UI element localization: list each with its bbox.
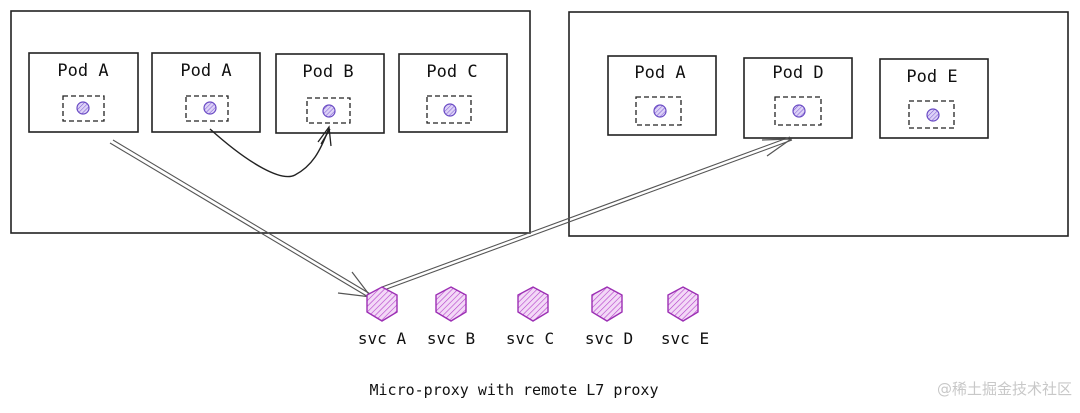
hexagon-icon bbox=[591, 286, 623, 322]
arrows bbox=[109, 125, 793, 299]
proxy-icon bbox=[322, 104, 336, 118]
diagram-caption: Micro-proxy with remote L7 proxy bbox=[370, 381, 659, 399]
service-svc-b: svc B bbox=[427, 286, 475, 348]
cluster-2-frame bbox=[568, 11, 1069, 237]
pod-label: Pod A bbox=[180, 61, 231, 81]
arrowhead-icon bbox=[761, 138, 793, 157]
proxy-box bbox=[426, 95, 472, 124]
services: svc A svc B svc C svc D svc E bbox=[358, 286, 709, 348]
arrowhead-icon bbox=[317, 125, 332, 147]
proxy-icon bbox=[203, 101, 217, 115]
hexagon-icon bbox=[517, 286, 549, 322]
pod-label: Pod B bbox=[302, 62, 353, 82]
proxy-box bbox=[635, 96, 682, 126]
pod-box: Pod B bbox=[275, 53, 385, 134]
pod-box: Pod A bbox=[607, 55, 717, 136]
pod-label: Pod E bbox=[906, 67, 957, 87]
service-svc-e: svc E bbox=[661, 286, 709, 348]
arrow-svc-a-to-pod-d bbox=[381, 136, 793, 291]
pod-label: Pod A bbox=[57, 61, 108, 81]
proxy-box bbox=[185, 95, 229, 122]
hexagon-icon bbox=[366, 286, 398, 322]
pod-label: Pod D bbox=[772, 63, 823, 83]
pod-box: Pod C bbox=[398, 53, 508, 133]
proxy-icon bbox=[926, 108, 940, 122]
arrow-pod-a-to-svc-a bbox=[109, 139, 373, 299]
pod-box: Pod E bbox=[879, 58, 989, 139]
service-label: svc D bbox=[585, 329, 633, 348]
service-svc-a: svc A bbox=[358, 286, 407, 348]
cluster-1: Pod A Pod A Pod B Pod C bbox=[10, 10, 531, 234]
pod-box: Pod A bbox=[28, 52, 139, 133]
pod-box: Pod D bbox=[743, 57, 853, 139]
hexagon-icon bbox=[667, 286, 699, 322]
proxy-box bbox=[62, 95, 105, 122]
service-svc-d: svc D bbox=[585, 286, 633, 348]
proxy-icon bbox=[792, 104, 806, 118]
service-label: svc E bbox=[661, 329, 709, 348]
proxy-box bbox=[908, 100, 955, 129]
cluster-2: Pod A Pod D Pod E bbox=[568, 11, 1069, 237]
arrow-pod-a-to-pod-b bbox=[209, 127, 330, 178]
service-label: svc A bbox=[358, 329, 407, 348]
proxy-box bbox=[774, 96, 822, 126]
service-label: svc C bbox=[506, 329, 554, 348]
proxy-icon bbox=[653, 104, 667, 118]
pod-box: Pod A bbox=[151, 52, 261, 133]
cluster-1-frame bbox=[10, 10, 531, 234]
hexagon-icon bbox=[435, 286, 467, 322]
proxy-icon bbox=[76, 101, 90, 115]
service-svc-c: svc C bbox=[506, 286, 554, 348]
watermark: @稀土掘金技术社区 bbox=[937, 380, 1072, 398]
pod-label: Pod A bbox=[634, 63, 685, 83]
service-label: svc B bbox=[427, 329, 475, 348]
pod-label: Pod C bbox=[426, 62, 477, 82]
proxy-icon bbox=[443, 103, 457, 117]
proxy-box bbox=[306, 97, 351, 124]
